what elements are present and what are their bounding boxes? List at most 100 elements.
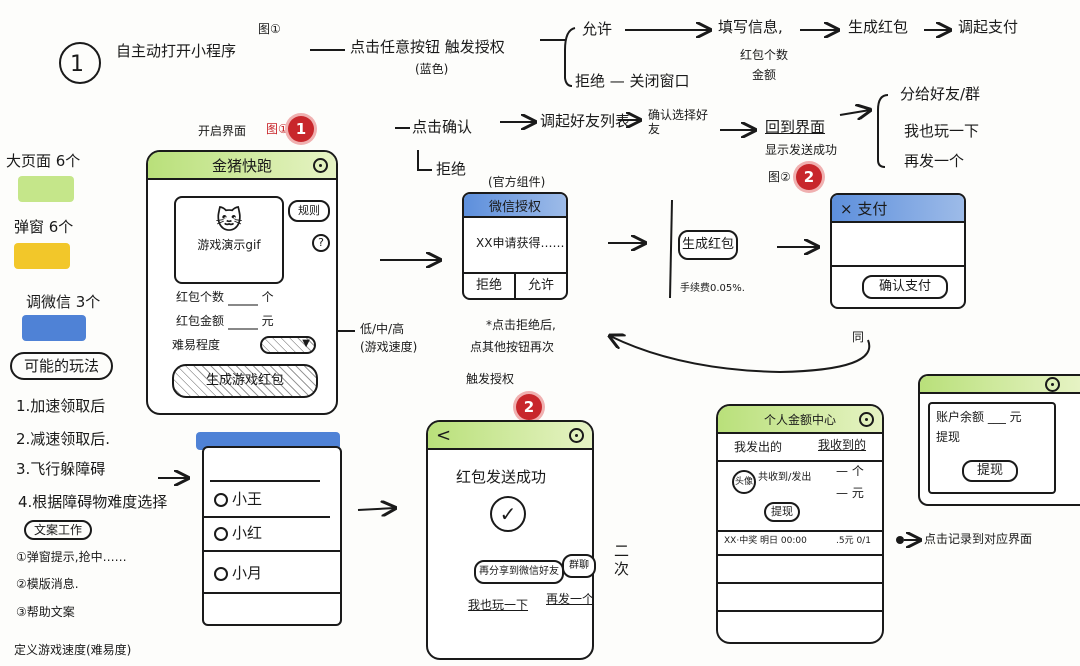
close-icon[interactable] xyxy=(569,428,584,443)
auth-reject-button[interactable]: 拒绝 xyxy=(464,274,516,298)
play-too-label: 我也玩一下 xyxy=(904,122,980,140)
count-input[interactable] xyxy=(227,290,258,307)
game-demo-gif: 🐱 游戏演示gif xyxy=(174,196,284,284)
amount-input[interactable] xyxy=(227,314,258,331)
close-icon[interactable] xyxy=(313,158,328,173)
gameplay-item: 2.减速领取后. xyxy=(16,430,111,448)
friend-item[interactable]: 小王 xyxy=(214,490,262,508)
check-icon: ✓ xyxy=(490,496,526,532)
difficulty-note-2: (游戏速度) xyxy=(360,340,418,354)
rules-button[interactable]: 规则 xyxy=(288,200,330,222)
legend-green-swatch xyxy=(18,176,74,202)
balance-label: 账户余额 xyxy=(936,410,985,424)
record-amount: .5元 0/1 xyxy=(836,536,871,546)
count-unit: 个 xyxy=(851,464,864,478)
reject-label: 拒绝 xyxy=(436,160,467,178)
count-label: 红包个数 xyxy=(176,290,225,304)
confirm-select-label: 确认选择好友 xyxy=(648,108,709,137)
record-note: 点击记录到对应界面 xyxy=(924,532,1033,546)
back-icon[interactable]: < xyxy=(436,424,452,446)
difficulty-select[interactable]: ▼ xyxy=(260,336,316,354)
legend-popup: 弹窗 6个 xyxy=(14,218,74,236)
gameplay-item: 4.根据障碍物难度选择 xyxy=(18,493,168,511)
share-group-button[interactable]: 群聊 xyxy=(562,554,596,578)
generate-button[interactable]: 生成游戏红包 xyxy=(172,364,318,398)
reject-note-1: *点击拒绝后, xyxy=(486,318,556,332)
amount-label: 红包金额 xyxy=(176,314,225,328)
legend-wechat: 调微信 3个 xyxy=(26,293,101,311)
withdraw-submit-button[interactable]: 提现 xyxy=(962,460,1018,482)
show-success-label: 显示发送成功 xyxy=(765,143,838,157)
gameplay-title: 可能的玩法 xyxy=(10,352,114,380)
confirm-pay-button[interactable]: 确认支付 xyxy=(862,275,948,299)
gameplay-item: 3.飞行躲障碍 xyxy=(16,460,106,478)
avatar: 头像 xyxy=(732,470,756,494)
fill-info-label: 填写信息, xyxy=(718,18,783,36)
call-friends-label: 调起好友列表 xyxy=(540,112,631,130)
copywork-title: 文案工作 xyxy=(24,520,93,541)
share-label: 分给好友/群 xyxy=(900,85,981,103)
auth-caption: (官方组件) xyxy=(488,175,546,189)
legend-blue-swatch xyxy=(22,315,86,341)
copywork-item: ①弹窗提示,抢中…… xyxy=(16,550,127,564)
open-page-fig: 图① xyxy=(266,122,289,136)
fill-count-label: 红包个数 xyxy=(740,48,789,62)
gen-packet-button[interactable]: 生成红包 xyxy=(678,230,738,260)
send-again-label: 再发一个 xyxy=(904,152,965,170)
auth-body: XX申请获得…… xyxy=(476,236,565,250)
difficulty-label: 难易程度 xyxy=(172,338,221,352)
share-friends-button[interactable]: 再分享到微信好友 xyxy=(474,560,564,584)
allow-label: 允许 xyxy=(582,20,613,38)
close-icon[interactable] xyxy=(859,412,874,427)
pay-title: × 支付 xyxy=(832,195,964,223)
fig-ref: 图① xyxy=(258,22,281,36)
amount-unit: 元 xyxy=(261,314,274,328)
count-unit: 个 xyxy=(261,290,274,304)
blue-note: (蓝色) xyxy=(415,62,449,76)
click-confirm-label: 点击确认 xyxy=(412,118,473,136)
withdraw-page: 账户余额 ___ 元 提现 提现 xyxy=(918,374,1080,506)
close-icon[interactable] xyxy=(1045,377,1060,392)
record-item[interactable]: XX·中奖 明日 00:00 xyxy=(724,536,807,546)
main-page-phone: 金猪快跑 🐱 游戏演示gif 规则 ? 红包个数 个 红包金额 元 难易程度 ▼… xyxy=(146,150,338,415)
legend-big-page: 大页面 6个 xyxy=(6,152,81,170)
gen-packet-label: 生成红包 xyxy=(848,18,909,36)
second-time-note: 二次 xyxy=(614,542,630,578)
tab-sent[interactable]: 我发出的 xyxy=(734,440,783,454)
send-again-link[interactable]: 再发一个 xyxy=(546,592,595,606)
define-speed: 定义游戏速度(难易度) xyxy=(14,643,132,657)
success-page: < 红包发送成功 ✓ 再分享到微信好友 群聊 我也玩一下 再发一个 xyxy=(426,420,596,660)
cat-icon: 🐱 xyxy=(215,206,243,236)
step-number: 1 xyxy=(70,52,84,77)
friend-list: 小王 小红 小月 xyxy=(202,446,342,626)
play-too-link[interactable]: 我也玩一下 xyxy=(468,598,529,612)
reject-close-label: 拒绝 — 关闭窗口 xyxy=(575,72,690,90)
tab-received[interactable]: 我收到的 xyxy=(818,438,867,452)
auth-allow-button[interactable]: 允许 xyxy=(527,278,554,293)
back-page-label: 回到界面 xyxy=(765,118,826,136)
balance-unit: 元 xyxy=(1009,410,1022,424)
badge-1: 1 xyxy=(288,116,314,142)
withdraw-label: 提现 xyxy=(936,430,961,444)
click-any-label: 点击任意按钮 触发授权 xyxy=(350,38,505,56)
badge-2: 2 xyxy=(516,394,542,420)
yuan-unit: 元 xyxy=(851,486,864,500)
copywork-item: ③帮助文案 xyxy=(16,605,75,619)
withdraw-button[interactable]: 提现 xyxy=(764,502,800,522)
center-title: 个人金额中心 xyxy=(763,412,836,427)
reject-note-3: 触发授权 xyxy=(466,372,515,386)
legend-yellow-swatch xyxy=(14,243,70,269)
fig-ref-2: 图② xyxy=(768,170,791,184)
copywork-item: ②模版消息. xyxy=(16,577,79,591)
gif-label: 游戏演示gif xyxy=(197,238,261,252)
app-title: 金猪快跑 xyxy=(211,156,272,175)
open-page-label: 开启界面 xyxy=(198,124,247,138)
start-label: 自主动打开小程序 xyxy=(116,42,237,60)
success-message: 红包发送成功 xyxy=(456,468,547,486)
fee-label: 手续费0.05%. xyxy=(680,283,745,294)
friend-item[interactable]: 小月 xyxy=(214,564,262,582)
friend-item[interactable]: 小红 xyxy=(214,524,262,542)
total-label: 共收到/发出 xyxy=(758,472,812,483)
help-icon[interactable]: ? xyxy=(312,234,330,252)
